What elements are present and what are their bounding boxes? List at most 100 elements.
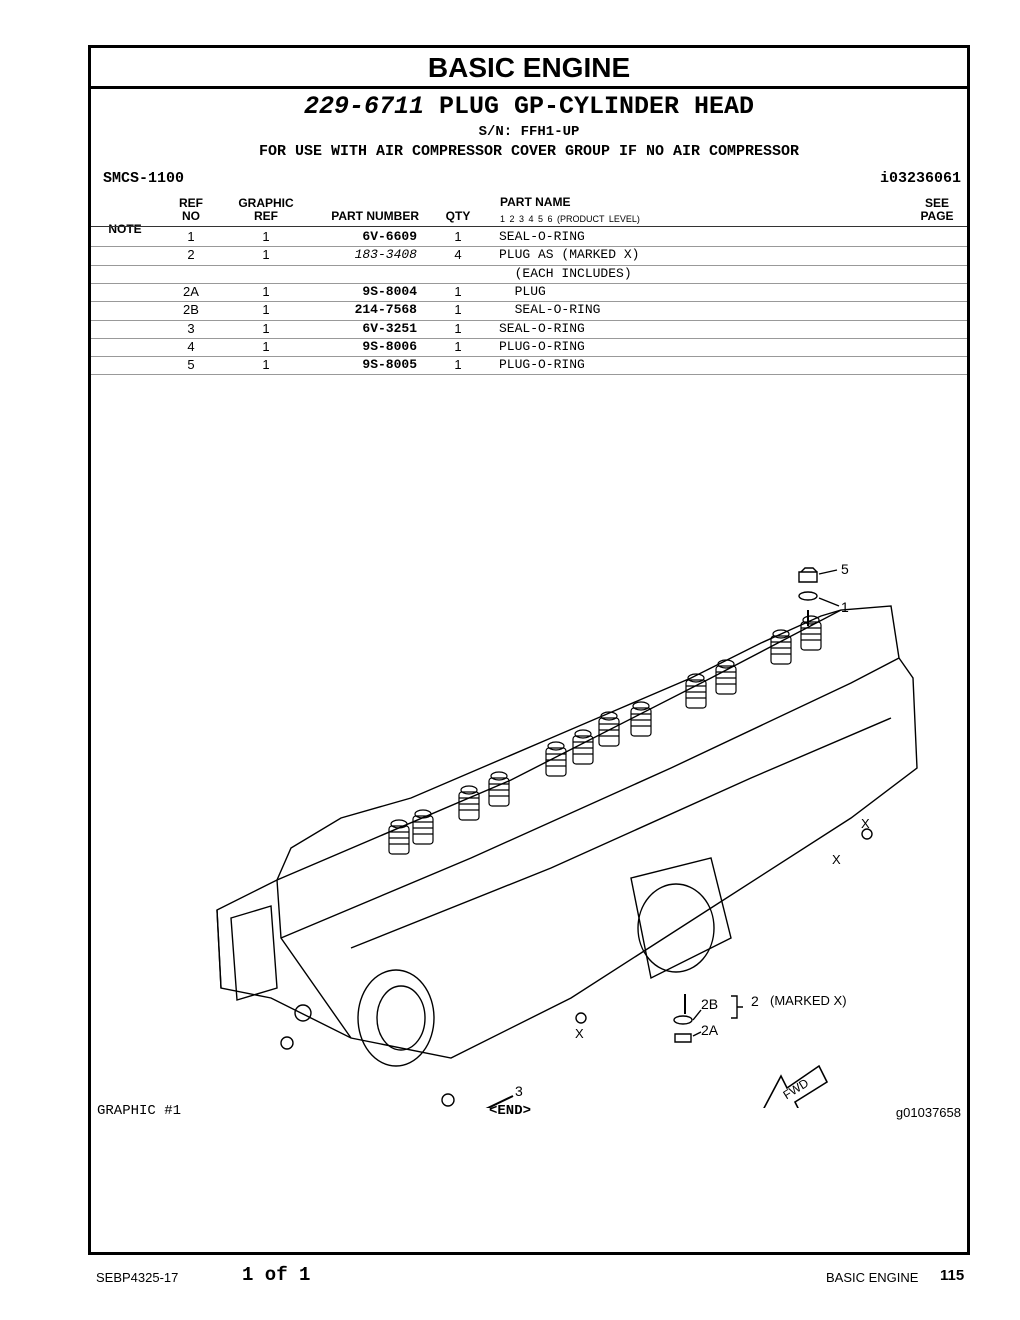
part-number[interactable]: 183-3408 [354,247,417,263]
cover-plate-flange [630,857,732,980]
part-number[interactable]: 9S-8006 [362,338,417,354]
group-name: PLUG GP-CYLINDER HEAD [438,92,755,121]
row-rule [91,246,967,248]
part-name: SEAL-O-RING [499,229,585,244]
graphic-ref: 1 [262,302,270,318]
marker-x: X [861,816,870,831]
leader-2b [692,1009,702,1021]
bore-housing-inner [376,985,426,1051]
serial-number: S/N: FFH1-UP [478,124,580,140]
leader-5 [818,569,838,575]
head-side-edge [216,879,352,1039]
table-row: (EACH INCLUDES) [91,265,967,283]
row-rule [91,319,967,321]
plug-item-5 [798,567,818,583]
leader-2a [692,1031,702,1037]
graphic-ref: 1 [262,229,270,244]
part-number[interactable]: 6V-6609 [362,229,417,244]
ref-no: 2B [183,302,199,318]
row-rule [91,301,967,303]
seal-item-2b [673,1015,693,1025]
part-name: PLUG AS (MARKED X) [499,247,640,263]
port-hole [294,1004,312,1022]
callout-1: 1 [841,599,849,615]
table-row: 2A 1 9S-8004 1 PLUG [91,283,967,301]
leader-3 [485,1095,514,1108]
section-title: BASIC ENGINE [91,48,967,89]
cylinder-head-illustration: 5 1 2B 2 (MARKED X) 2A 3 4 X X X FWD [216,561,918,1108]
cylinder-head-outline [216,605,918,1059]
fwd-arrow-icon [763,1064,829,1108]
ref-no: 1 [187,229,195,244]
plug-port-x [861,828,873,840]
bore-housing [357,969,435,1067]
ref-no: 2A [183,283,199,299]
graphic-id: g01037658 [895,1105,961,1120]
row-rule [91,282,967,284]
smcs-code: SMCS-1100 [103,170,185,187]
marker-x: X [575,1026,584,1041]
quantity: 1 [454,302,462,318]
part-number[interactable]: 9S-8005 [362,357,417,373]
part-name: SEAL-O-RING [499,302,601,318]
quantity: 4 [454,247,462,263]
usage-note: FOR USE WITH AIR COMPRESSOR COVER GROUP … [258,143,800,160]
graphic-ref: 1 [262,283,270,299]
cover-plate [637,883,715,973]
footer-section: BASIC ENGINE [826,1270,919,1285]
end-marker: <END> [489,1103,532,1119]
col-part-number: PART NUMBER [331,209,419,223]
table-row: 2 1 183-3408 4 PLUG AS (MARKED X) [91,246,967,264]
row-rule [91,337,967,339]
part-number[interactable]: 6V-3251 [362,320,417,336]
plug-item-2a [674,1033,692,1043]
callout-2: 2 [751,993,759,1009]
footer-doc-number: SEBP4325-17 [96,1270,179,1285]
fwd-label: FWD [781,1076,812,1103]
illustration-ident: i03236061 [879,170,961,187]
footer-page-of: 1 of 1 [242,1264,311,1286]
callout-2b: 2B [701,996,718,1012]
row-rule [91,356,967,358]
part-number[interactable]: 214-7568 [354,302,417,318]
valve-springs [388,615,822,855]
graphic-ref: 1 [262,320,270,336]
callout-marked-x: (MARKED X) [770,993,847,1008]
end-plate [230,905,278,1001]
product-levels: 1 2 3 4 5 6 (PRODUCT LEVEL) [500,214,640,224]
callout-5: 5 [841,561,849,577]
part-number[interactable]: 9S-8004 [362,283,417,299]
part-name: (EACH INCLUDES) [499,265,632,281]
quantity: 1 [454,320,462,336]
quantity: 1 [454,357,462,373]
graphic-label: GRAPHIC #1 [97,1103,182,1119]
footer-page-number: 115 [940,1267,965,1284]
part-name: SEAL-O-RING [499,320,585,336]
plug-port-x [575,1012,587,1024]
quantity: 1 [454,283,462,299]
port-hole [280,1036,294,1050]
group-title: 229-6711 PLUG GP-CYLINDER HEAD [91,92,967,121]
ref-no: 5 [187,357,195,373]
ref-no: 4 [187,338,195,354]
part-name: PLUG-O-RING [499,338,585,354]
group-part-number: 229-6711 [303,92,424,121]
graphic-ref: 1 [262,247,270,263]
head-top-edge [276,609,842,881]
quantity: 1 [454,229,462,244]
part-name: PLUG [499,283,546,299]
head-lower-edge [280,657,900,939]
quantity: 1 [454,338,462,354]
table-row: 1 1 6V-6609 1 SEAL-O-RING [91,228,967,246]
callout-2a: 2A [701,1022,719,1038]
ref-no: 2 [187,247,195,263]
part-name: PLUG-O-RING [499,357,585,373]
table-row: 2B 1 214-7568 1 SEAL-O-RING [91,301,967,319]
plug-port-x [441,1093,455,1107]
